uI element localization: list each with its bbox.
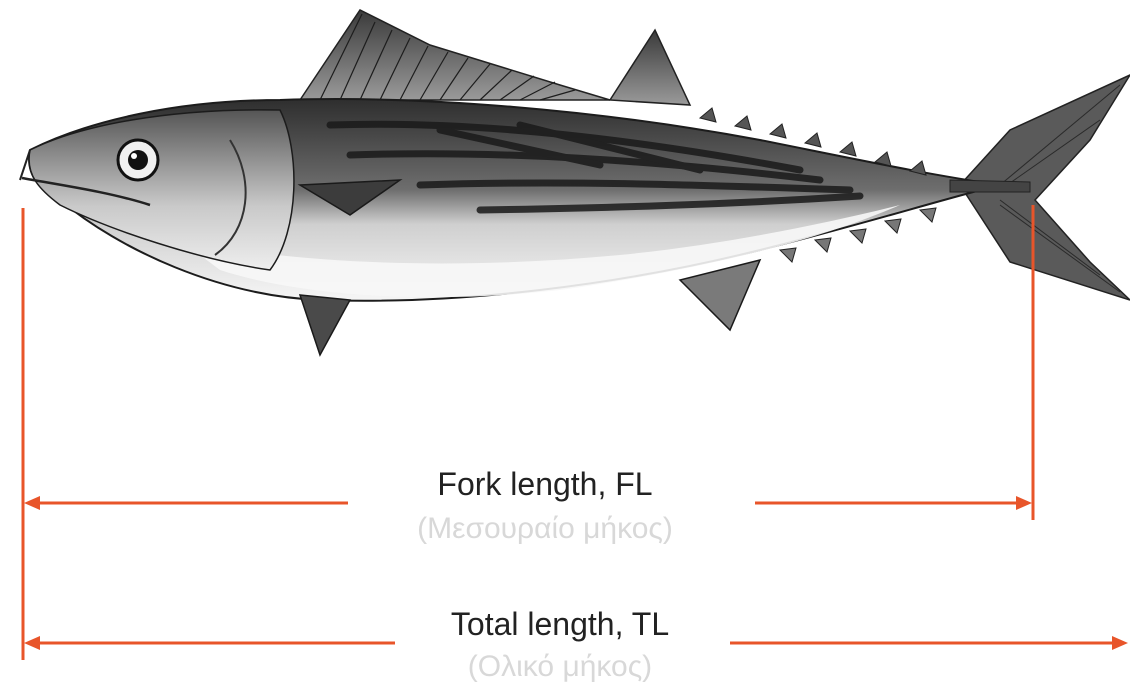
- total-length-arrowhead-right: [1112, 636, 1128, 650]
- fork-length-label: Fork length, FL: [340, 466, 750, 503]
- fork-length-arrowhead-right: [1016, 496, 1032, 510]
- total-length-label: Total length, TL: [380, 606, 740, 643]
- total-length-greek-label: (Ολικό μήκος): [380, 650, 740, 684]
- fork-length-arrowhead-left: [24, 496, 40, 510]
- total-length-arrowhead-left: [24, 636, 40, 650]
- fork-length-greek-label: (Μεσουραίο μήκος): [340, 512, 750, 546]
